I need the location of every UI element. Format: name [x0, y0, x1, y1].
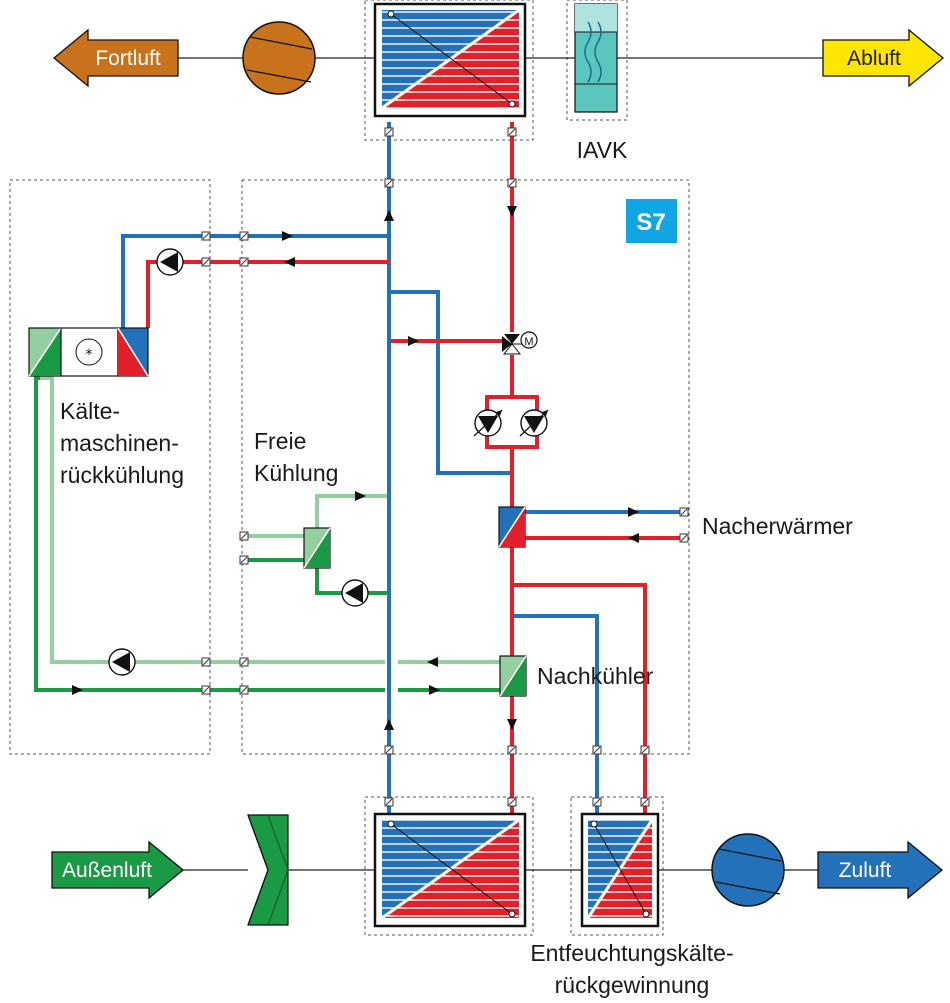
aussenluft-label: Außenluft — [62, 859, 152, 882]
twin-pump-right-icon — [519, 409, 549, 437]
nachkuehler-exchanger — [499, 655, 527, 697]
entfeuchtung-boundary — [570, 796, 664, 936]
top-heat-exchanger — [373, 2, 527, 118]
s7-badge-label: S7 — [636, 209, 665, 236]
motor-label: M — [524, 336, 533, 348]
flow-arrows — [72, 206, 639, 730]
nachkuehler-return-pump-icon — [108, 648, 136, 676]
entfeuchtung-exchanger — [580, 812, 660, 928]
iavk-humidifier — [574, 3, 618, 113]
freie-kuehlung-label-line1: Freie — [254, 428, 306, 454]
kaelte-label-line3: rückkühlung — [60, 462, 184, 488]
fortluft-fan — [242, 21, 316, 95]
kaelte-label-line2: maschinen- — [60, 430, 179, 456]
abluft-label: Abluft — [847, 47, 901, 70]
fortluft-arrow: Fortluft — [52, 28, 179, 88]
zuluft-label: Zuluft — [839, 859, 892, 882]
fortluft-label: Fortluft — [95, 47, 161, 70]
kaelte-pump-icon — [156, 248, 184, 276]
kaelte-label-line1: Kälte- — [60, 398, 120, 424]
nacherwaermer-label: Nacherwärmer — [702, 513, 853, 539]
kaelte-boundary — [9, 179, 211, 755]
iavk-label: IAVK — [577, 137, 628, 163]
motor-icon — [520, 331, 538, 349]
mixing-valve-icon: M — [502, 331, 538, 355]
s7-badge: S7 — [626, 199, 677, 243]
nacherwaermer-exchanger — [498, 506, 526, 548]
entfeuchtung-label-line2: rückgewinnung — [555, 972, 710, 998]
air-lines — [178, 57, 823, 871]
freie-kuehlung-label-line2: Kühlung — [254, 460, 338, 486]
bottom-hrc-boundary — [364, 796, 534, 936]
iavk-boundary — [566, 0, 628, 121]
valve-markers — [201, 127, 689, 807]
top-hrc-boundary — [364, 0, 534, 141]
twin-pump-left-icon — [473, 409, 503, 437]
zuluft-fan — [711, 833, 785, 907]
red-pipes — [146, 122, 682, 822]
freie-kuehlung-exchanger — [303, 527, 331, 569]
abluft-arrow: Abluft — [822, 28, 945, 88]
aussenluft-arrow: Außenluft — [51, 840, 185, 900]
kaeltemaschine-unit: * — [28, 327, 149, 377]
entfeuchtung-label-line1: Entfeuchtungskälte- — [530, 940, 733, 966]
blue-pipes — [121, 122, 682, 822]
freie-kuehlung-pump-icon — [341, 579, 369, 607]
aussenluft-filter — [247, 814, 289, 926]
svg-text:*: * — [86, 347, 93, 363]
dashed-boundaries — [9, 0, 690, 936]
zuluft-arrow: Zuluft — [817, 840, 944, 900]
s7-boundary — [241, 179, 690, 755]
nachkuehler-label: Nachkühler — [537, 663, 654, 689]
bottom-heat-exchanger — [373, 812, 527, 928]
